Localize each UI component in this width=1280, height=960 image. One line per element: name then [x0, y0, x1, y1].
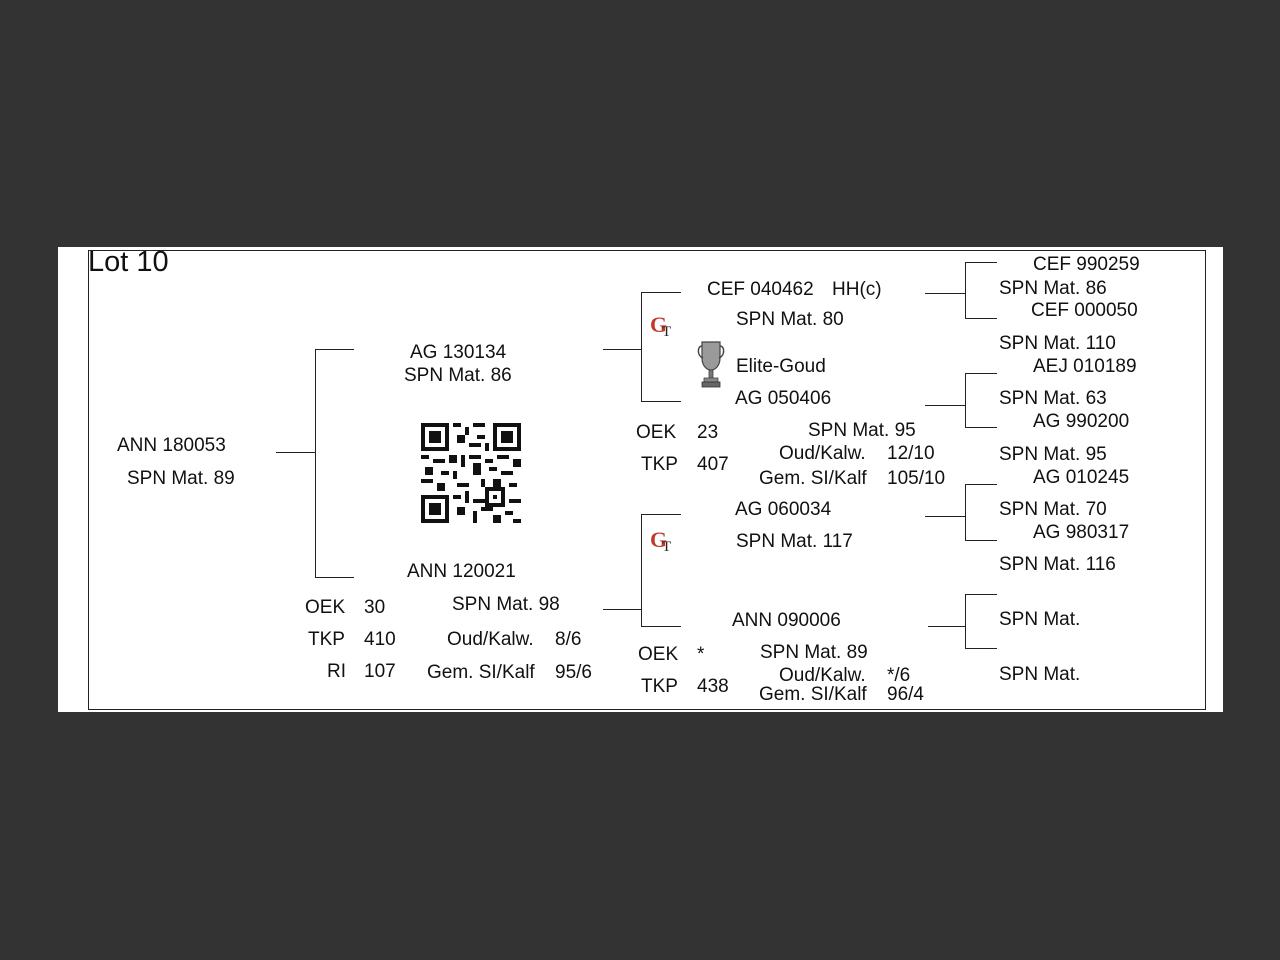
connector-parents-vertical — [315, 349, 316, 578]
dam-tkp-value: 410 — [364, 629, 396, 650]
connector-dam-out — [603, 609, 641, 610]
dam-oek-label: OEK — [305, 597, 346, 618]
svg-text:T: T — [662, 539, 671, 553]
connector-gg3-bottom — [965, 540, 997, 541]
lot-title: Lot 10 — [88, 246, 169, 278]
subject-spn: SPN Mat. 89 — [127, 468, 235, 489]
gen3-2-id: AEJ 010189 — [1033, 356, 1137, 377]
sire-dam-award: Elite-Goud — [736, 356, 826, 377]
dam-oek-value: 30 — [364, 597, 386, 618]
dam-tkp-label: TKP — [308, 629, 345, 650]
dam-sire-spn: SPN Mat. 117 — [736, 531, 853, 552]
connector-gg3-out — [925, 516, 966, 517]
dam-dam-oudkalw-label: Oud/Kalw. — [779, 665, 866, 686]
gen3-1-id: CEF 000050 — [1031, 300, 1138, 321]
connector-gg4-vertical — [965, 594, 966, 649]
connector-sire-sire — [641, 292, 681, 293]
gen3-7-spn: SPN Mat. — [999, 664, 1081, 685]
dam-sire-id: AG 060034 — [735, 499, 832, 520]
dam-dam-gemsi-label: Gem. SI/Kalf — [759, 684, 867, 705]
dam-dam-oudkalw-value: */6 — [887, 665, 911, 686]
dam-gemsi-value: 95/6 — [555, 662, 592, 683]
dam-dam-tkp-label: TKP — [641, 676, 678, 697]
svg-text:G: G — [650, 312, 667, 337]
connector-gg4-top — [965, 594, 997, 595]
gen3-5-spn: SPN Mat. 116 — [999, 554, 1116, 575]
sire-dam-spn: SPN Mat. 95 — [808, 420, 916, 441]
connector-gg1-vertical — [965, 262, 966, 319]
connector-gg2-bottom — [965, 427, 997, 428]
gen3-3-id: AG 990200 — [1033, 411, 1130, 432]
dam-dam-oek-label: OEK — [638, 644, 679, 665]
pedigree-sheet — [58, 247, 1223, 712]
sire-dam-gemsi-label: Gem. SI/Kalf — [759, 468, 867, 489]
dam-dam-tkp-value: 438 — [697, 676, 729, 697]
connector-sire-dam — [641, 401, 681, 402]
dam-oudkalw-value: 8/6 — [555, 629, 582, 650]
sire-dam-oek-label: OEK — [636, 422, 677, 443]
frame-top — [88, 250, 1205, 251]
frame-right — [1205, 250, 1206, 710]
connector-gg4-out — [928, 626, 966, 627]
connector-subject — [276, 452, 316, 453]
connector-gg2-top — [965, 373, 997, 374]
gen3-2-spn: SPN Mat. 63 — [999, 388, 1107, 409]
dam-dam-oek-value: * — [697, 644, 705, 665]
connector-dam-sire — [641, 514, 681, 515]
sire-dam-oek-value: 23 — [697, 422, 719, 443]
connector-gg2-vertical — [965, 373, 966, 428]
gt-logo-icon: G T — [650, 312, 671, 338]
sire-dam-oudkalw-label: Oud/Kalw. — [779, 443, 866, 464]
dam-ri-value: 107 — [364, 661, 396, 682]
gen3-6-spn: SPN Mat. — [999, 609, 1081, 630]
sire-dam-tkp-value: 407 — [697, 454, 729, 475]
connector-sire-out — [603, 349, 641, 350]
sire-id: AG 130134 — [410, 342, 507, 363]
connector-gg3-vertical — [965, 484, 966, 541]
sire-dam-oudkalw-value: 12/10 — [887, 443, 935, 464]
frame-bottom — [88, 709, 1205, 710]
trophy-icon — [697, 341, 725, 388]
connector-gg1-out — [925, 293, 966, 294]
gen3-5-id: AG 980317 — [1033, 522, 1130, 543]
dam-id: ANN 120021 — [407, 561, 516, 582]
subject-id: ANN 180053 — [117, 435, 226, 456]
gen3-4-id: AG 010245 — [1033, 467, 1130, 488]
connector-dam-vertical — [641, 514, 642, 627]
sire-dam-id: AG 050406 — [735, 388, 832, 409]
sire-sire-tag: HH(c) — [832, 279, 882, 300]
sire-sire-spn: SPN Mat. 80 — [736, 309, 844, 330]
sire-sire-id: CEF 040462 — [707, 279, 814, 300]
connector-gg4-bottom — [965, 648, 997, 649]
sire-dam-tkp-label: TKP — [641, 454, 678, 475]
connector-sire — [315, 349, 354, 350]
dam-dam-gemsi-value: 96/4 — [887, 684, 924, 705]
dam-oudkalw-label: Oud/Kalw. — [447, 629, 534, 650]
connector-gg1-bottom — [965, 318, 997, 319]
connector-dam-dam — [641, 626, 681, 627]
dam-dam-spn: SPN Mat. 89 — [760, 642, 868, 663]
dam-ri-label: RI — [327, 661, 346, 682]
connector-gg2-out — [925, 405, 966, 406]
connector-gg3-top — [965, 484, 997, 485]
svg-text:T: T — [662, 324, 671, 338]
sire-spn: SPN Mat. 86 — [404, 365, 512, 386]
qr-code-icon — [421, 423, 521, 523]
gen3-1-spn: SPN Mat. 110 — [999, 333, 1116, 354]
sire-dam-gemsi-value: 105/10 — [887, 468, 946, 489]
svg-text:G: G — [650, 527, 667, 552]
dam-dam-id: ANN 090006 — [732, 610, 841, 631]
frame-left — [88, 250, 89, 710]
gt-logo-icon: G T — [650, 527, 671, 553]
connector-gg1-top — [965, 262, 997, 263]
gen3-0-id: CEF 990259 — [1033, 254, 1140, 275]
gen3-4-spn: SPN Mat. 70 — [999, 499, 1107, 520]
dam-spn: SPN Mat. 98 — [452, 594, 560, 615]
connector-sire-vertical — [641, 292, 642, 402]
connector-dam — [315, 577, 354, 578]
dam-gemsi-label: Gem. SI/Kalf — [427, 662, 535, 683]
gen3-3-spn: SPN Mat. 95 — [999, 444, 1107, 465]
gen3-0-spn: SPN Mat. 86 — [999, 278, 1107, 299]
